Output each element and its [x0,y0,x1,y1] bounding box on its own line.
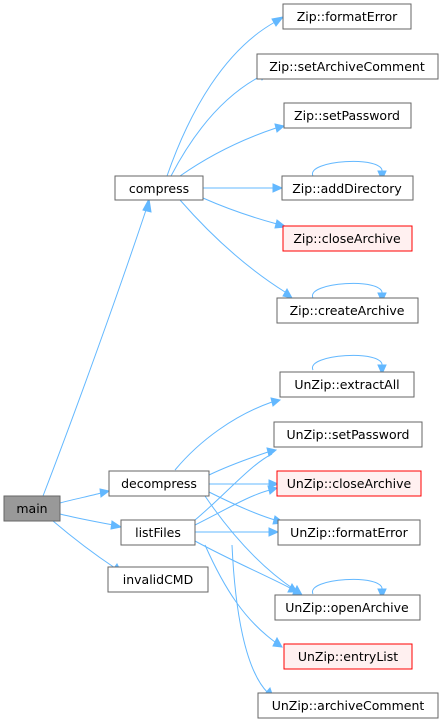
node-zip-setarchivecomment-label: Zip::setArchiveComment [269,59,425,74]
node-unzip-setpassword[interactable]: UnZip::setPassword [273,421,423,448]
arrowhead-zip-formaterror [271,16,285,27]
edge-listfiles-unzip-entrylist [204,544,276,643]
arrowhead-zip-adddirectory [272,183,284,193]
node-unzip-formaterror[interactable]: UnZip::formatError [277,519,421,546]
node-zip-formaterror[interactable]: Zip::formatError [282,3,412,30]
edge-zip-createarchive-self [312,282,383,299]
node-listfiles-label: listFiles [135,525,181,540]
node-zip-formaterror-label: Zip::formatError [297,9,398,24]
arrowhead-unzip-entrylist [272,636,283,648]
edge-compress-zip-closearchive [202,197,278,225]
edge-main-invalidcmd [52,520,116,569]
node-decompress-label: decompress [121,476,197,491]
node-zip-setarchivecomment[interactable]: Zip::setArchiveComment [256,53,439,80]
node-unzip-archivecomment-label: UnZip::archiveComment [272,698,425,713]
node-listfiles[interactable]: listFiles [120,519,196,546]
node-unzip-closearchive[interactable]: UnZip::closeArchive [276,470,422,497]
node-zip-closearchive-label: Zip::closeArchive [293,231,401,246]
node-main-label: main [16,501,47,516]
arrowhead-unzip-closearchive-2 [267,485,279,495]
node-decompress[interactable]: decompress [108,470,210,497]
arrowhead-unzip-extractall [270,397,282,407]
edge-listfiles-unzip-closearchive [194,489,271,526]
edge-compress-zip-formaterror [166,21,276,177]
arrowhead-unzip-formaterror-2 [268,527,280,537]
arrowhead-unzip-closearchive-1 [268,479,280,489]
node-unzip-entrylist-label: UnZip::entryList [298,649,398,664]
edge-decompress-unzip-formaterror [208,491,276,521]
node-compress[interactable]: compress [114,175,204,201]
node-zip-adddirectory-label: Zip::addDirectory [292,181,402,196]
edge-main-decompress [59,492,102,504]
node-unzip-openarchive-label: UnZip::openArchive [285,600,409,615]
node-zip-createarchive-label: Zip::createArchive [290,303,405,318]
edge-listfiles-unzip-archivecomment [231,544,269,694]
edge-decompress-unzip-openarchive [204,495,296,591]
arrowhead-zip-setpassword [274,123,286,133]
node-invalidcmd[interactable]: invalidCMD [107,566,209,593]
edge-main-listfiles [59,513,114,526]
node-unzip-extractall-label: UnZip::extractAll [294,377,399,392]
node-main[interactable]: main [3,495,61,522]
node-invalidcmd-label: invalidCMD [123,572,193,587]
edge-listfiles-unzip-openarchive [194,540,291,589]
node-unzip-entrylist[interactable]: UnZip::entryList [283,643,413,670]
edge-unzip-extractall-self [312,354,383,371]
node-unzip-closearchive-label: UnZip::closeArchive [287,476,412,491]
node-unzip-openarchive[interactable]: UnZip::openArchive [274,594,421,621]
node-compress-label: compress [129,181,189,196]
arrowhead-unzip-setpassword-1 [266,447,278,457]
edge-main-compress [42,206,148,497]
edge-compress-zip-setpassword [179,127,277,177]
edge-decompress-unzip-extractall [174,401,273,471]
node-zip-closearchive[interactable]: Zip::closeArchive [282,225,413,252]
arrowhead-listfiles [110,520,123,530]
edge-listfiles-unzip-setpassword [194,453,273,521]
edge-compress-zip-createarchive [179,199,286,293]
node-unzip-archivecomment[interactable]: UnZip::archiveComment [257,692,439,719]
edge-compress-zip-setarchivecomment [170,75,262,177]
edge-decompress-unzip-setpassword [208,451,269,476]
node-zip-setpassword[interactable]: Zip::setPassword [283,102,412,129]
edge-unzip-openarchive-self [312,578,383,595]
node-zip-adddirectory[interactable]: Zip::addDirectory [281,175,414,201]
arrowhead-zip-createarchive [282,287,293,299]
arrowhead-unzip-openarchive-self [377,588,387,600]
node-zip-setpassword-label: Zip::setPassword [294,108,400,123]
arrowhead-unzip-extractall-self [377,364,387,376]
node-unzip-setpassword-label: UnZip::setPassword [287,427,410,442]
node-unzip-extractall[interactable]: UnZip::extractAll [279,371,415,398]
arrowhead-unzip-openarchive-2 [287,582,298,593]
node-zip-createarchive[interactable]: Zip::createArchive [276,297,419,324]
arrowhead-compress [142,197,152,213]
node-unzip-formaterror-label: UnZip::formatError [290,525,409,540]
edge-zip-adddirectory-self [312,160,383,177]
arrowhead-decompress [99,488,111,498]
